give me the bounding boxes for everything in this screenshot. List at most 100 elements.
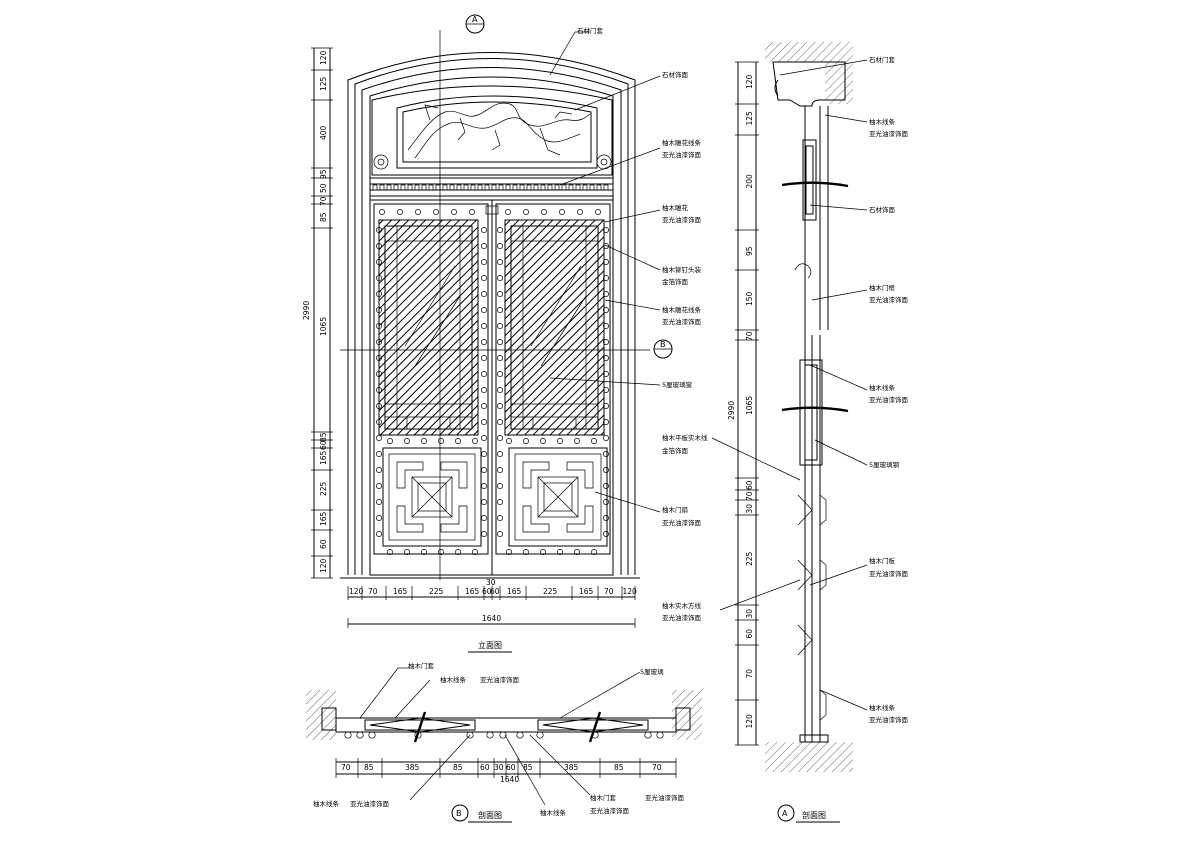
key-corner: [396, 505, 424, 533]
dim-value: 150: [745, 291, 754, 306]
dentil: [498, 184, 504, 191]
dim-value: 120: [319, 50, 328, 65]
stud: [376, 291, 382, 297]
stud: [497, 243, 503, 249]
dim-value: 165: [319, 450, 328, 465]
stud: [603, 435, 609, 441]
dim-value: 85: [453, 763, 463, 772]
right-door-leaf: [495, 203, 611, 555]
side-label-teak-door-frame: 柚木门框: [869, 283, 896, 292]
stud: [603, 531, 609, 537]
dim-value: 225: [745, 551, 754, 566]
stud: [497, 531, 503, 537]
plan-label-teak-door-frame: 柚木门套: [408, 661, 435, 670]
section-mark-b-label: B: [660, 340, 666, 349]
dentil: [526, 184, 532, 191]
dim-value: 120: [745, 714, 754, 729]
stud: [557, 438, 563, 444]
center-gap-dim: 30: [486, 578, 496, 587]
label-teak-carving: 柚木雕花: [662, 203, 689, 212]
stud: [595, 209, 601, 215]
dim-value: 200: [745, 174, 754, 189]
pyramid-edge: [411, 476, 453, 518]
stud: [603, 451, 609, 457]
dentil: [561, 184, 567, 191]
stud: [481, 419, 487, 425]
plan-label-polyurethane: 亚光油漆饰面: [480, 675, 520, 684]
key-corner: [522, 505, 550, 533]
stud: [497, 323, 503, 329]
dim-value: 225: [429, 587, 444, 596]
dentil: [386, 184, 392, 191]
stud: [497, 291, 503, 297]
dim-value: 165: [507, 587, 522, 596]
stud: [603, 227, 609, 233]
dim-value: 165: [319, 511, 328, 526]
dim-value: 60: [319, 539, 328, 549]
dim-value: 95: [319, 169, 328, 179]
stud: [376, 371, 382, 377]
side-section-mark-label: A: [782, 809, 788, 818]
front-elevation-title: 立面图: [478, 640, 502, 650]
dim-value: 125: [319, 76, 328, 91]
stud: [376, 403, 382, 409]
stud: [540, 438, 546, 444]
stud: [577, 209, 583, 215]
label-teak-solid-edge: 柚木实木方线: [662, 601, 702, 610]
plan-stud: [516, 731, 524, 739]
dim-value: 225: [543, 587, 558, 596]
door-plan: [335, 717, 677, 733]
stud: [469, 209, 475, 215]
center-pyramid: [411, 476, 453, 518]
dentil: [435, 184, 441, 191]
plan-section-title: 剖面图: [478, 810, 502, 820]
plan-stud: [591, 731, 599, 739]
dim-value: 85: [319, 212, 328, 222]
stud: [379, 209, 385, 215]
label-teak-carved-line: 柚木雕花线条: [662, 138, 702, 147]
dim-value: 70: [745, 331, 754, 341]
stud: [559, 209, 565, 215]
stud: [603, 419, 609, 425]
dim-value: 70: [652, 763, 662, 772]
right-rope-moulding: [504, 219, 605, 436]
stud: [438, 549, 444, 555]
stud: [455, 549, 461, 555]
stud: [455, 438, 461, 444]
stud: [376, 307, 382, 313]
stud: [376, 515, 382, 521]
dentil: [568, 184, 574, 191]
side-label-teak-line: 柚木线条: [869, 117, 896, 126]
label-polyurethane-finish-2: 亚光油漆饰面: [662, 215, 702, 224]
stud: [497, 483, 503, 489]
plan-stud: [414, 731, 422, 739]
label-stone-frame: 石材门套: [577, 26, 604, 35]
side-label-polyurethane-4: 亚光油漆饰面: [869, 569, 909, 578]
side-label-polyurethane-3: 亚光油漆饰面: [869, 395, 909, 404]
stud: [376, 387, 382, 393]
dim-value: 70: [745, 491, 754, 501]
dim-value: 85: [364, 763, 374, 772]
side-overall-height-dim: 2990: [727, 401, 736, 420]
stud: [481, 483, 487, 489]
stud: [481, 307, 487, 313]
key-corner: [440, 461, 468, 489]
dim-value: 225: [319, 481, 328, 496]
dim-value: 95: [745, 246, 754, 256]
dentil: [540, 184, 546, 191]
dentil: [519, 184, 525, 191]
stud: [376, 323, 382, 329]
stud: [497, 435, 503, 441]
stud: [497, 275, 503, 281]
dim-value: 120: [623, 587, 638, 596]
dim-value: 85: [614, 763, 624, 772]
label-gold-leaf: 金箔饰面: [662, 277, 689, 286]
stud: [481, 499, 487, 505]
stud: [603, 323, 609, 329]
stud: [376, 227, 382, 233]
dentil: [393, 184, 399, 191]
plan-label-glass: 5厘玻璃: [640, 667, 664, 676]
dentil: [449, 184, 455, 191]
dim-value: 120: [319, 558, 328, 573]
side-label-polyurethane-5: 亚光油漆饰面: [869, 715, 909, 724]
